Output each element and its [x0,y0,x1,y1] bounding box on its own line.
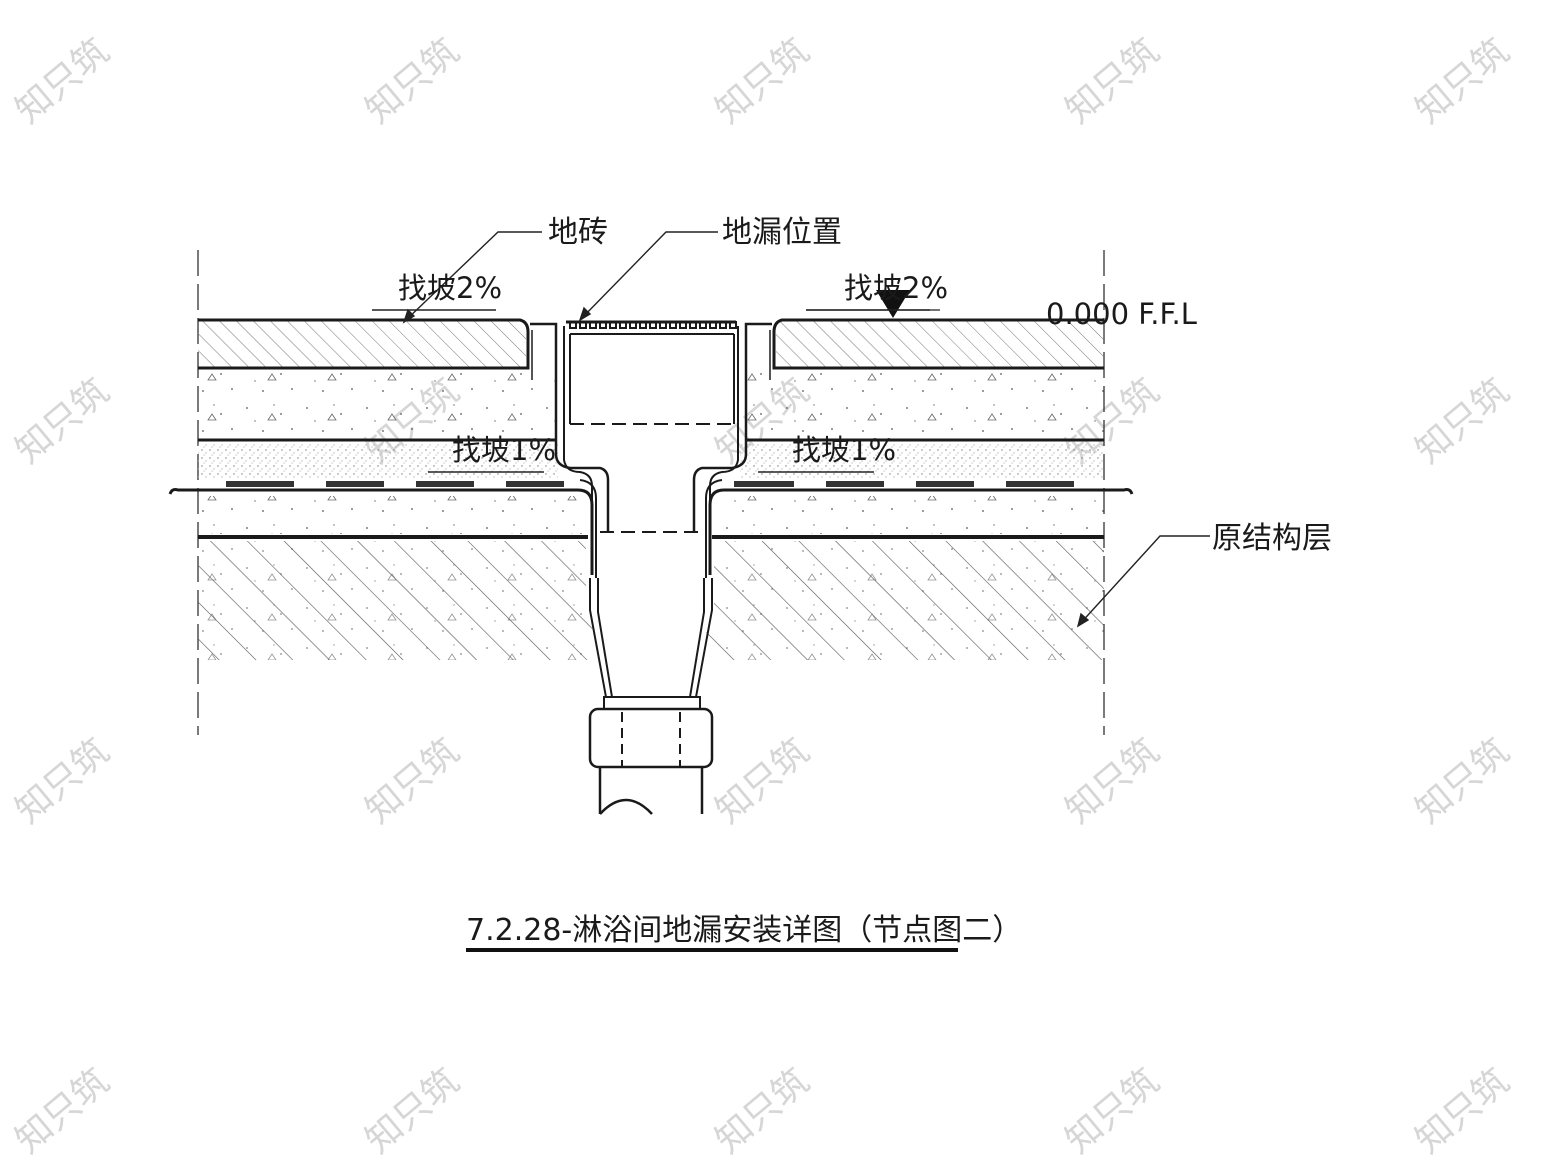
watermark-text: 知只筑 [1408,31,1517,132]
grate-tooth [609,321,617,329]
label-slope-2-left: 找坡2% [398,271,502,305]
grate-tooth [579,321,587,329]
watermark-text: 知只筑 [1058,731,1167,832]
grate-tooth [689,321,697,329]
label-slope-1-left: 找坡1% [452,433,556,467]
watermark-text: 知只筑 [708,31,817,132]
label-drain-position: 地漏位置 [722,215,842,250]
watermark-text: 知只筑 [8,1061,117,1162]
watermark-text: 知只筑 [1058,1061,1167,1162]
grate-tooth [649,321,657,329]
watermark-text: 知只筑 [1408,731,1517,832]
watermark-text: 知只筑 [8,371,117,472]
watermark-text: 知只筑 [708,731,817,832]
label-original-structure: 原结构层 [1212,521,1332,556]
grate-tooth [569,321,577,329]
grate-tooth [719,321,727,329]
grate-tooth [679,321,687,329]
grate-tooth [709,321,717,329]
label-elevation: 0.000 F.F.L [1046,297,1197,331]
structural-slab [198,541,1104,660]
watermark-text: 知只筑 [8,31,117,132]
grate-tooth [659,321,667,329]
watermark-text: 知只筑 [708,1061,817,1162]
watermark-text: 知只筑 [1058,31,1167,132]
grate-tooth [589,321,597,329]
watermark-text: 知只筑 [1408,1061,1517,1162]
leader-lines [372,231,1210,628]
floor-drain [530,320,772,815]
grate-tooth [669,321,677,329]
label-floor-tile: 地砖 [548,215,608,250]
label-slope-1-right: 找坡1% [792,433,896,467]
label-slope-2-right: 找坡2% [844,271,948,305]
grate-tooth [599,321,607,329]
mortar-layer [198,370,1104,442]
sand-layer [198,444,1104,478]
watermark-text: 知只筑 [358,731,467,832]
watermark-text: 知只筑 [358,1061,467,1162]
drawing-title: 7.2.28-淋浴间地漏安装详图（节点图二） [466,913,1022,948]
grate-tooth [699,321,707,329]
grate-tooth [729,321,737,329]
watermark-text: 知只筑 [358,31,467,132]
grate-tooth [629,321,637,329]
grate-tooth [619,321,627,329]
lower-screed-layer [198,496,1104,539]
watermark-text: 知只筑 [1408,371,1517,472]
tile-layer [198,318,1104,370]
grate-tooth [639,321,647,329]
watermark-text: 知只筑 [8,731,117,832]
